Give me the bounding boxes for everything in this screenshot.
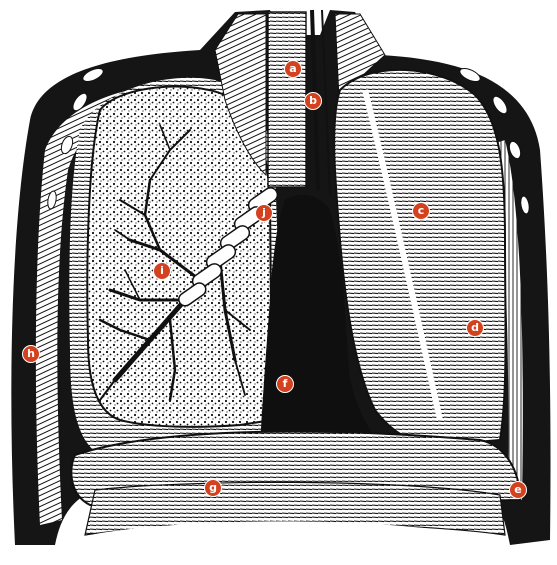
label-marker-c: c (412, 202, 430, 220)
label-marker-a: a (284, 60, 302, 78)
label-marker-h: h (22, 345, 40, 363)
label-marker-g: g (204, 479, 222, 497)
label-marker-j: j (255, 204, 273, 222)
label-marker-f: f (276, 375, 294, 393)
label-marker-b: b (304, 92, 322, 110)
label-marker-d: d (466, 319, 484, 337)
label-marker-i: i (153, 262, 171, 280)
label-marker-e: e (509, 481, 527, 499)
